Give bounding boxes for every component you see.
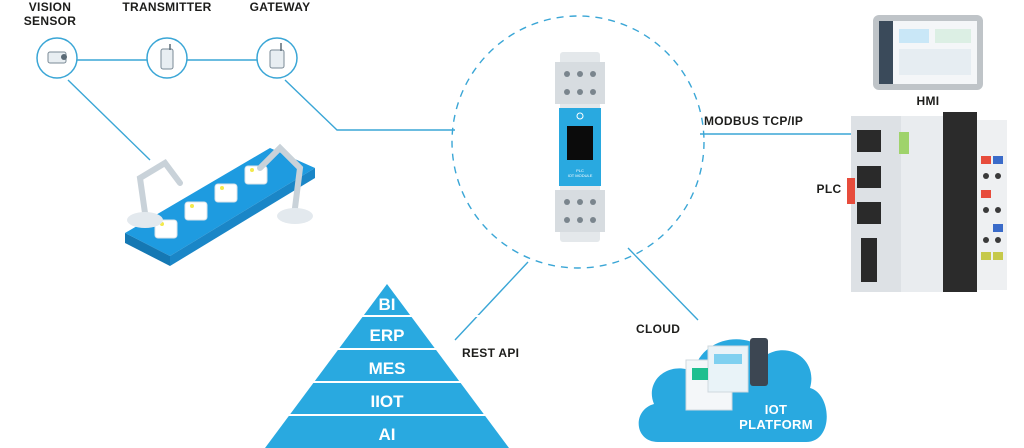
- plc-label: PLC: [816, 182, 842, 196]
- iot-dashboard-illustration: [685, 338, 768, 411]
- transmitter-icon: [146, 37, 188, 79]
- gateway-icon: [256, 37, 298, 79]
- cloud-label: CLOUD: [636, 322, 681, 336]
- pyramid-level-mes: MES: [368, 359, 406, 378]
- pyramid-level-iiot: IIOT: [370, 392, 404, 411]
- modbus-label: MODBUS TCP/IP: [704, 114, 804, 128]
- iot-module-device: [555, 52, 605, 242]
- gateway-zone-circle: [451, 15, 705, 269]
- iot-module-caption: PLC IOT MODULE: [567, 168, 593, 178]
- enterprise-pyramid: BI ERP MES IIOT AI: [265, 284, 509, 448]
- vision-sensor-label: VISION SENSOR: [23, 0, 77, 28]
- transmitter-label: TRANSMITTER: [122, 0, 212, 14]
- plc-unit: [847, 112, 1007, 292]
- hmi-label: HMI: [916, 94, 940, 108]
- iot-platform-label: IOT PLATFORM: [739, 402, 813, 432]
- pyramid-level-erp: ERP: [369, 326, 405, 345]
- vision-sensor-icon: [36, 37, 78, 79]
- pyramid-level-bi: BI: [378, 295, 396, 314]
- hmi-panel: [873, 15, 983, 90]
- robot-conveyor-illustration: [125, 143, 315, 266]
- gateway-label: GATEWAY: [249, 0, 311, 14]
- rest-api-label: REST API: [462, 346, 520, 360]
- pyramid-level-ai: AI: [378, 425, 396, 444]
